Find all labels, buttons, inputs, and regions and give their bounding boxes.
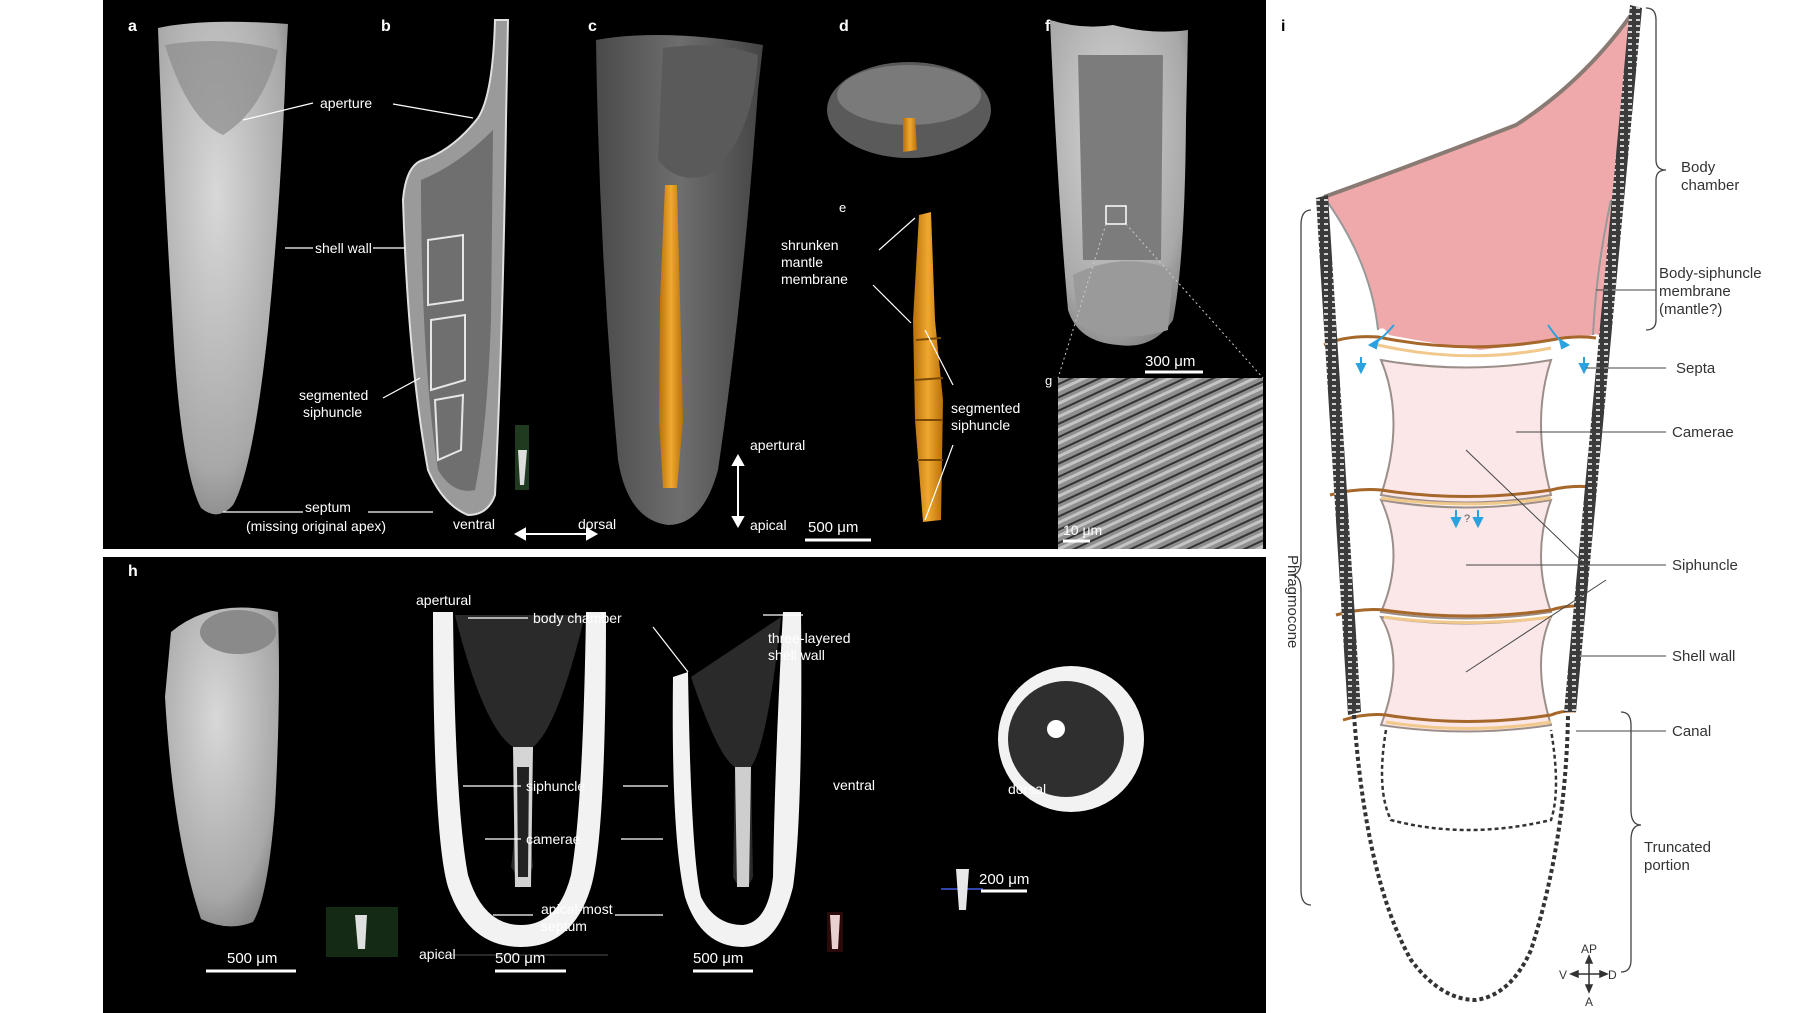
- section-h2: [672, 612, 802, 947]
- label-membrane-line2: membrane: [1659, 283, 1731, 300]
- label-segmented-siphuncle-line2: siphuncle: [303, 404, 362, 420]
- label-scale-h4: 200 μm: [979, 871, 1029, 888]
- panel-letter-d: d: [839, 18, 849, 35]
- question-mark: ?: [1464, 513, 1470, 525]
- label-septum-line2: (missing original apex): [246, 518, 386, 534]
- label-scale-h2: 500 μm: [495, 950, 545, 967]
- panel-letter-a: a: [128, 18, 137, 35]
- label-scale-c: 500 μm: [808, 519, 858, 536]
- label-body-chamber: body chamber: [533, 610, 622, 626]
- label-apertural-bottom: apertural: [416, 592, 471, 608]
- label-membrane-line1: Body-siphuncle: [1659, 265, 1762, 282]
- truncated-portion: [1352, 714, 1570, 1003]
- label-segmented-e-line1: segmented: [951, 400, 1020, 416]
- label-ventral-top: ventral: [453, 516, 495, 532]
- panel-letter-i: i: [1281, 18, 1285, 35]
- label-apertural-top: apertural: [750, 437, 805, 453]
- shell-wall-left: [1316, 195, 1361, 715]
- label-body-chamber-line2: chamber: [1681, 177, 1739, 194]
- panel-letter-g: g: [1045, 373, 1052, 388]
- specimen-e-siphuncle: [913, 212, 944, 522]
- specimen-h-3d: [165, 607, 279, 927]
- label-shell-wall: shell wall: [315, 240, 372, 256]
- siphuncle-c: [659, 185, 683, 488]
- specimen-d-cross-section: [827, 62, 991, 158]
- cross-section-circle: [998, 666, 1144, 812]
- label-ventral-bottom: ventral: [833, 777, 875, 793]
- panel-letter-b: b: [381, 18, 391, 35]
- panel-letter-h: h: [128, 563, 138, 580]
- label-segmented-siphuncle-line1: segmented: [299, 387, 368, 403]
- label-septum-line1: septum: [305, 499, 351, 515]
- label-camerae-schematic: Camerae: [1672, 424, 1734, 441]
- label-scale-h1: 500 μm: [227, 950, 277, 967]
- shell-wall-right: [1564, 5, 1642, 712]
- label-dorsal-bottom: dorsal: [1008, 781, 1046, 797]
- label-phragmocone: Phragmocone: [1284, 555, 1301, 648]
- specimen-b-section: [401, 19, 510, 517]
- panel-letter-f: f: [1045, 18, 1051, 35]
- figure-panel-top: a b c d e f g: [103, 0, 1266, 549]
- zoom-box-f: [1105, 205, 1127, 225]
- panel-letter-c: c: [588, 18, 597, 35]
- label-three-layered-line2: shell wall: [768, 647, 825, 663]
- label-apical-top: apical: [750, 517, 787, 533]
- label-canal: Canal: [1672, 723, 1711, 740]
- label-body-chamber-line1: Body: [1681, 159, 1716, 176]
- compass-label-d: D: [1608, 968, 1617, 982]
- label-truncated-line1: Truncated: [1644, 839, 1711, 856]
- label-scale-g: 10 μm: [1063, 522, 1102, 538]
- schematic-canvas: i ?: [1281, 5, 1762, 1009]
- compass-label-ap: AP: [1581, 942, 1597, 956]
- label-membrane-line3: (mantle?): [1659, 301, 1722, 318]
- specimen-a-sem: [158, 21, 288, 515]
- braces: [1290, 7, 1667, 973]
- compass-rose: AP V D A: [1559, 942, 1617, 1009]
- flow-arrows: [1355, 324, 1590, 529]
- schematic-leaders: [1465, 289, 1666, 732]
- label-three-layered-line1: three-layered: [768, 630, 851, 646]
- label-segmented-e-line2: siphuncle: [951, 417, 1010, 433]
- compass-label-a: A: [1585, 995, 1593, 1009]
- label-truncated-line2: portion: [1644, 857, 1690, 874]
- figure-panel-schematic: i ?: [1266, 0, 1800, 1013]
- label-shrunken-line1: shrunken: [781, 237, 839, 253]
- label-shrunken-line2: mantle: [781, 254, 823, 270]
- specimen-f-sem: [1050, 20, 1188, 346]
- label-shrunken-line3: membrane: [781, 271, 848, 287]
- label-apical-most-line1: apical-most: [541, 901, 613, 917]
- body-chamber-fill: [1324, 8, 1636, 350]
- label-scale-f: 300 μm: [1145, 353, 1195, 370]
- label-shell-wall-schematic: Shell wall: [1672, 648, 1735, 665]
- label-apical-bottom: apical: [419, 946, 456, 962]
- orientation-arrows-top: [513, 453, 745, 541]
- top-panel-canvas: a b c d e f g: [128, 18, 1264, 549]
- septa: [1323, 335, 1597, 730]
- label-septa: Septa: [1676, 360, 1716, 377]
- orientation-inset-h3: [941, 869, 983, 910]
- label-siphuncle-schematic: Siphuncle: [1672, 557, 1738, 574]
- figure-panel-bottom: h: [103, 557, 1266, 1013]
- specimen-g-texture: [1058, 378, 1263, 549]
- specimen-c-ct: [596, 35, 763, 525]
- label-scale-h3: 500 μm: [693, 950, 743, 967]
- label-apical-most-line2: septum: [541, 918, 587, 934]
- label-aperture: aperture: [320, 95, 372, 111]
- panel-letter-e: e: [839, 200, 846, 215]
- section-h1: [433, 612, 606, 947]
- label-dorsal-top: dorsal: [578, 516, 616, 532]
- label-camerae-bottom: camerae: [526, 831, 581, 847]
- compass-label-v: V: [1559, 968, 1567, 982]
- bottom-panel-canvas: h: [128, 563, 1144, 973]
- label-siphuncle-bottom: siphuncle: [526, 778, 585, 794]
- camerae-fills: [1379, 358, 1553, 733]
